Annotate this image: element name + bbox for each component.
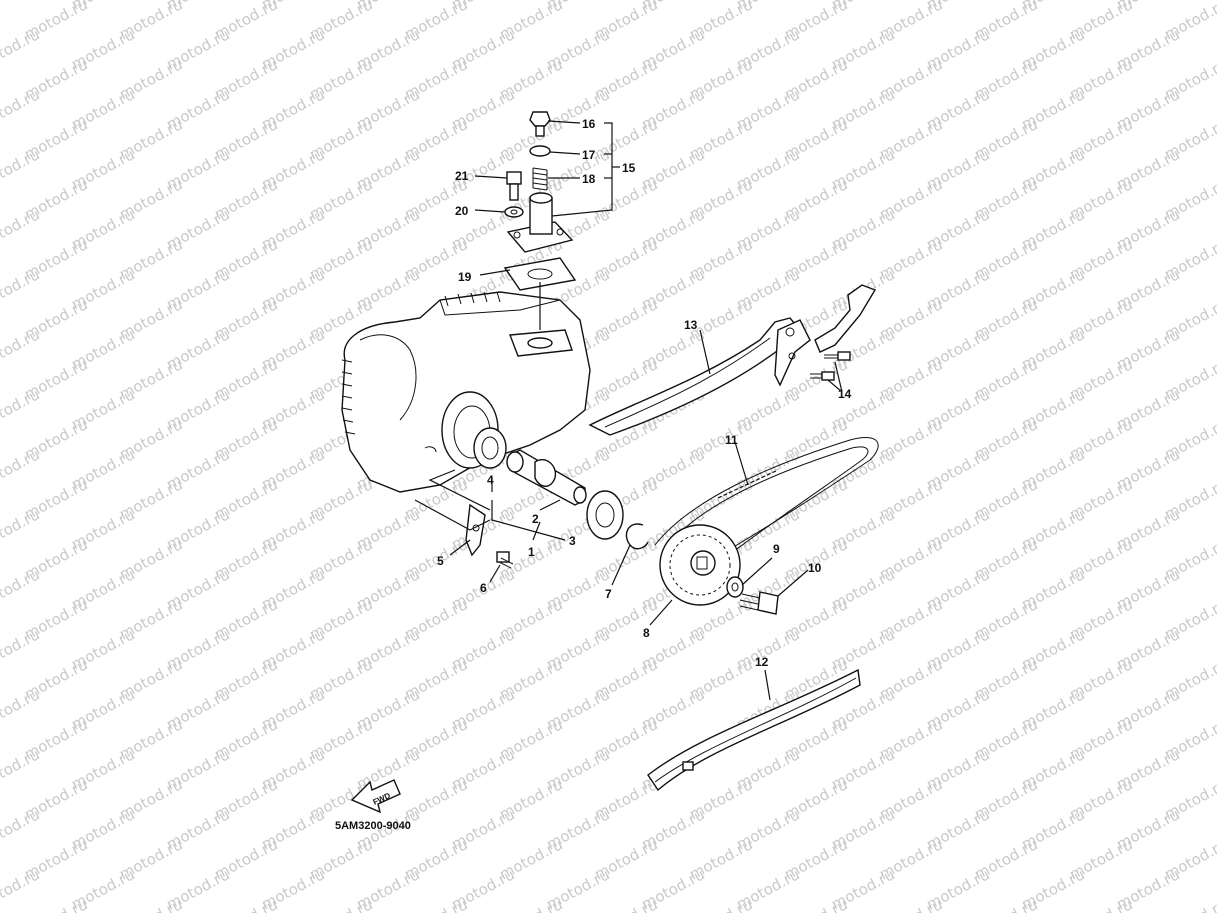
cam-sprocket-8 <box>659 524 741 606</box>
callout-21: 21 <box>455 169 469 183</box>
callout-9: 9 <box>773 542 780 556</box>
callout-20: 20 <box>455 204 469 218</box>
watermark-text: motod.ru <box>401 895 470 913</box>
spring-18 <box>532 167 548 191</box>
washer-9 <box>726 576 744 598</box>
watermark-text: motod.ru <box>686 895 755 913</box>
callout-14: 14 <box>838 387 852 401</box>
watermark-text: motod.ru <box>0 265 43 313</box>
leader-lines <box>414 120 843 701</box>
bolt-10 <box>739 591 779 615</box>
watermark-text: motod.ru <box>0 505 43 553</box>
chain-guide-12 <box>647 668 861 792</box>
watermark-text: motod.ru <box>0 745 43 793</box>
watermark-text: motod.ru <box>0 685 43 733</box>
bolt-14a <box>824 351 851 361</box>
watermark-text: motod.ru <box>876 895 945 913</box>
tensioner-body <box>506 192 574 253</box>
watermark-text: motod.ru <box>0 565 43 613</box>
watermark-text: motod.ru <box>0 325 43 373</box>
bearing-3 <box>586 490 624 540</box>
callout-1: 1 <box>528 545 535 559</box>
watermark-text: motod.ru <box>0 205 43 253</box>
watermark-text: motod.ru <box>1066 895 1135 913</box>
watermark-text: motod.ru <box>781 895 850 913</box>
washer-20 <box>504 206 524 218</box>
callout-11: 11 <box>725 433 738 447</box>
callout-16: 16 <box>582 117 596 131</box>
cylinder-head <box>341 291 591 493</box>
callout-13: 13 <box>684 318 698 332</box>
chain-guide-13 <box>588 284 877 436</box>
callout-labels: 1 2 3 4 5 6 7 8 9 10 11 12 13 14 15 16 1… <box>437 117 852 669</box>
watermark-text: motod.ru <box>0 805 43 853</box>
watermark-text: motod.ru <box>496 895 565 913</box>
plate-5 <box>465 503 486 557</box>
bolt-16 <box>529 111 551 137</box>
watermark-text: motod.ru <box>591 895 660 913</box>
watermark-text: motod.ru <box>0 145 43 193</box>
watermark-text: motod.ru <box>0 865 43 913</box>
callout-10: 10 <box>808 561 822 575</box>
callout-5: 5 <box>437 554 444 568</box>
watermark-text: motod.ru <box>0 625 43 673</box>
watermark-text: motod.ru <box>211 895 280 913</box>
watermark-text: motod.ru <box>1161 895 1217 913</box>
callout-18: 18 <box>582 172 596 186</box>
watermark-text: motod.ru <box>21 895 90 913</box>
watermark-text: motod.ru <box>0 85 43 133</box>
watermark-text: motod.ru <box>0 445 43 493</box>
watermark-text: motod.ru <box>116 895 185 913</box>
watermark-text: motod.ru <box>0 25 43 73</box>
bearing-4 <box>473 427 507 469</box>
callout-2: 2 <box>532 512 539 526</box>
bolt-21 <box>506 171 522 201</box>
watermark-text: motod.ru <box>971 895 1040 913</box>
o-ring-17 <box>529 145 551 157</box>
callout-19: 19 <box>458 270 472 284</box>
callout-8: 8 <box>643 626 650 640</box>
watermark-text: motod.ru <box>0 0 43 14</box>
callout-12: 12 <box>755 655 769 669</box>
camshaft-1 <box>506 449 587 506</box>
callout-7: 7 <box>605 587 612 601</box>
callout-6: 6 <box>480 581 487 595</box>
gasket-19 <box>503 257 577 330</box>
document-code: 5AM3200-9040 <box>335 820 411 832</box>
callout-15: 15 <box>622 161 636 175</box>
bolt-6 <box>496 551 514 569</box>
callout-3: 3 <box>569 534 576 548</box>
callout-17: 17 <box>582 148 596 162</box>
callout-4: 4 <box>487 473 494 487</box>
watermark-text: motod.ru <box>306 895 375 913</box>
watermark-text: motod.ru <box>0 385 43 433</box>
